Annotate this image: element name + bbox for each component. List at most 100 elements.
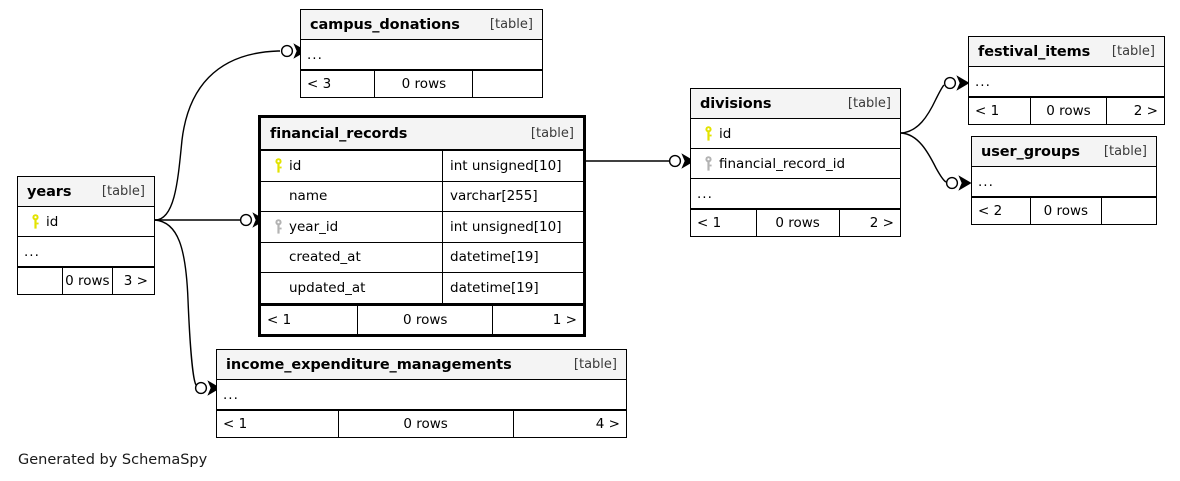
table-user-groups[interactable]: user_groups [table] ... < 2 0 rows bbox=[971, 136, 1157, 225]
table-row: ... bbox=[969, 67, 1164, 97]
table-title: years bbox=[27, 183, 72, 200]
table-row: id int unsigned[10] bbox=[261, 151, 583, 182]
edge-years-to-income-expenditure-managements bbox=[154, 219, 221, 396]
footer-row-count: 0 rows bbox=[62, 268, 113, 294]
edge-years-to-financial-records bbox=[155, 212, 266, 228]
column-name: id bbox=[46, 213, 59, 230]
table-type-tag: [table] bbox=[1111, 44, 1155, 59]
table-row: id bbox=[18, 207, 154, 237]
table-header: user_groups [table] bbox=[972, 137, 1156, 167]
footer-children-count: 2 > bbox=[869, 215, 894, 231]
footer-children-count: 4 > bbox=[595, 416, 620, 432]
edge-divisions-to-user-groups bbox=[900, 132, 972, 191]
column-type: int unsigned[10] bbox=[442, 212, 583, 242]
table-type-tag: [table] bbox=[530, 126, 574, 141]
column-type: varchar[255] bbox=[442, 181, 583, 211]
column-name: updated_at bbox=[289, 279, 366, 296]
table-title: financial_records bbox=[270, 125, 408, 142]
footer-row-count: 0 rows bbox=[1029, 198, 1103, 224]
column-name: ... bbox=[24, 243, 40, 260]
column-name: name bbox=[289, 188, 328, 205]
table-title: income_expenditure_managements bbox=[226, 356, 512, 373]
primary-key-icon bbox=[269, 158, 288, 173]
column-name-cell: name bbox=[261, 182, 442, 212]
column-name: ... bbox=[978, 173, 994, 190]
column-name-cell: id bbox=[261, 151, 442, 181]
column-name: id bbox=[719, 125, 732, 142]
footer-parents-count: < 1 bbox=[975, 103, 1000, 119]
edge-financial-records-to-divisions bbox=[586, 153, 695, 169]
footer-children-count: 1 > bbox=[552, 311, 577, 328]
column-type: int unsigned[10] bbox=[442, 151, 583, 181]
column-name: id bbox=[289, 157, 302, 174]
table-type-tag: [table] bbox=[489, 17, 533, 32]
footer-row-count: 0 rows bbox=[374, 71, 474, 97]
column-name-cell: id bbox=[691, 119, 900, 148]
column-type: datetime[19] bbox=[442, 273, 583, 303]
footer-children-count: 2 > bbox=[1133, 103, 1158, 119]
column-name-cell: created_at bbox=[261, 243, 442, 273]
primary-key-icon bbox=[699, 126, 718, 141]
table-header: financial_records [table] bbox=[261, 118, 583, 151]
table-row: ... bbox=[691, 179, 900, 209]
generated-by-credit: Generated by SchemaSpy bbox=[18, 452, 208, 468]
table-footer: 0 rows 3 > bbox=[18, 267, 154, 294]
footer-parents-count: < 1 bbox=[223, 416, 248, 432]
table-row: ... bbox=[217, 380, 626, 410]
footer-parents-count: < 1 bbox=[267, 311, 292, 328]
table-footer: < 3 0 rows bbox=[301, 70, 542, 97]
table-row: ... bbox=[301, 40, 542, 70]
footer-parents-count: < 2 bbox=[978, 203, 1003, 219]
table-footer: < 1 0 rows 2 > bbox=[691, 209, 900, 236]
table-header: campus_donations [table] bbox=[301, 10, 542, 40]
table-footer: < 2 0 rows bbox=[972, 197, 1156, 224]
column-name: created_at bbox=[289, 249, 361, 266]
table-row: year_id int unsigned[10] bbox=[261, 212, 583, 243]
table-row: created_at datetime[19] bbox=[261, 242, 583, 273]
table-income-expenditure-managements[interactable]: income_expenditure_managements [table] .… bbox=[216, 349, 627, 438]
table-row: name varchar[255] bbox=[261, 181, 583, 212]
table-row: id bbox=[691, 119, 900, 149]
table-years[interactable]: years [table] id ... 0 rows 3 > bbox=[17, 176, 155, 295]
footer-children-count: 3 > bbox=[123, 273, 148, 289]
table-row: ... bbox=[18, 237, 154, 267]
table-divisions[interactable]: divisions [table] id financial_record_id… bbox=[690, 88, 901, 237]
table-type-tag: [table] bbox=[573, 357, 617, 372]
footer-parents-count: < 1 bbox=[697, 215, 722, 231]
column-name: financial_record_id bbox=[719, 155, 846, 172]
foreign-key-icon bbox=[699, 156, 718, 171]
table-header: years [table] bbox=[18, 177, 154, 207]
table-header: divisions [table] bbox=[691, 89, 900, 119]
column-name: ... bbox=[307, 46, 323, 63]
table-title: user_groups bbox=[981, 143, 1080, 160]
table-footer: < 1 0 rows 4 > bbox=[217, 410, 626, 437]
table-campus-donations[interactable]: campus_donations [table] ... < 3 0 rows bbox=[300, 9, 543, 98]
column-name: ... bbox=[697, 185, 713, 202]
table-financial-records[interactable]: financial_records [table] id int unsigne… bbox=[258, 115, 586, 337]
footer-row-count: 0 rows bbox=[1029, 98, 1108, 124]
table-footer: < 1 0 rows 2 > bbox=[969, 97, 1164, 124]
table-type-tag: [table] bbox=[847, 96, 891, 111]
table-footer: < 1 0 rows 1 > bbox=[261, 303, 583, 334]
table-header: festival_items [table] bbox=[969, 37, 1164, 67]
footer-row-count: 0 rows bbox=[357, 305, 494, 334]
table-title: divisions bbox=[700, 95, 772, 112]
table-header: income_expenditure_managements [table] bbox=[217, 350, 626, 380]
table-row: updated_at datetime[19] bbox=[261, 273, 583, 304]
column-name: ... bbox=[975, 73, 991, 90]
column-name-cell: id bbox=[18, 207, 154, 236]
column-name-cell: updated_at bbox=[261, 273, 442, 303]
edge-divisions-to-festival-items bbox=[900, 75, 970, 134]
table-row: financial_record_id bbox=[691, 149, 900, 179]
footer-row-count: 0 rows bbox=[755, 210, 840, 236]
footer-children-count bbox=[473, 71, 542, 97]
column-name-cell: year_id bbox=[261, 212, 442, 242]
table-type-tag: [table] bbox=[1103, 144, 1147, 159]
table-row: ... bbox=[972, 167, 1156, 197]
footer-children-count bbox=[1102, 198, 1156, 224]
column-name: year_id bbox=[289, 218, 339, 235]
table-festival-items[interactable]: festival_items [table] ... < 1 0 rows 2 … bbox=[968, 36, 1165, 125]
foreign-key-icon bbox=[269, 219, 288, 234]
footer-parents-count bbox=[18, 268, 62, 294]
